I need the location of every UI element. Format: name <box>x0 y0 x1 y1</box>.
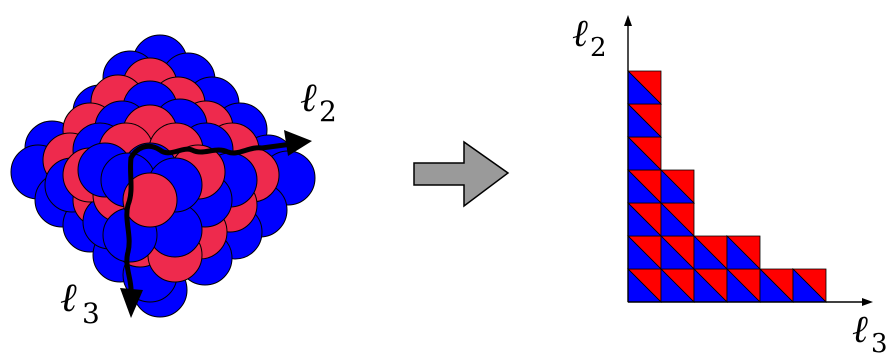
tile-cell <box>627 70 662 105</box>
svg-text:3: 3 <box>82 297 100 330</box>
tile-cell <box>693 235 728 270</box>
tile-cell <box>726 235 761 270</box>
axes <box>624 15 873 306</box>
blue-triangle <box>660 169 695 204</box>
blue-triangle <box>660 235 695 270</box>
blue-triangle <box>693 235 728 270</box>
tile-cell <box>627 235 662 270</box>
tile-cell <box>627 103 662 138</box>
staircase-tiling <box>627 70 827 303</box>
svg-text:2: 2 <box>590 33 607 63</box>
y-axis-label: ℓ 2 <box>572 11 607 63</box>
svg-text:ℓ: ℓ <box>300 75 317 121</box>
x-axis-arrowhead <box>862 298 873 306</box>
tile-cell <box>627 136 662 171</box>
x-axis-label: ℓ 3 <box>852 307 888 354</box>
svg-text:ℓ: ℓ <box>572 11 588 55</box>
tile-cell <box>627 202 662 237</box>
y-axis-arrowhead <box>624 15 632 26</box>
svg-text:3: 3 <box>871 329 888 354</box>
tile-cell <box>792 268 827 303</box>
tile-cell <box>693 268 728 303</box>
label-l2-left: ℓ 2 <box>300 75 337 128</box>
l2-direction-path <box>128 141 295 161</box>
tile-cell <box>660 235 695 270</box>
blue-triangle <box>726 235 761 270</box>
tile-cell <box>660 202 695 237</box>
tile-cell <box>660 268 695 303</box>
tile-cell <box>726 268 761 303</box>
svg-text:ℓ: ℓ <box>60 275 77 321</box>
right-block-arrow-icon <box>413 140 510 208</box>
red-sphere <box>122 172 178 228</box>
label-l3-left: ℓ 3 <box>60 275 100 330</box>
tile-cell <box>759 268 794 303</box>
svg-text:ℓ: ℓ <box>852 307 868 351</box>
l3-direction-path <box>124 155 134 295</box>
l3-arrowhead <box>120 288 143 318</box>
tile-cell <box>627 169 662 204</box>
blue-triangle <box>660 202 695 237</box>
sphere-crystal <box>10 34 316 318</box>
l2-arrowhead <box>284 130 312 156</box>
tile-cell <box>627 268 662 303</box>
crystal-path-arrows <box>120 130 312 318</box>
tile-cell <box>660 169 695 204</box>
svg-text:2: 2 <box>319 95 337 128</box>
